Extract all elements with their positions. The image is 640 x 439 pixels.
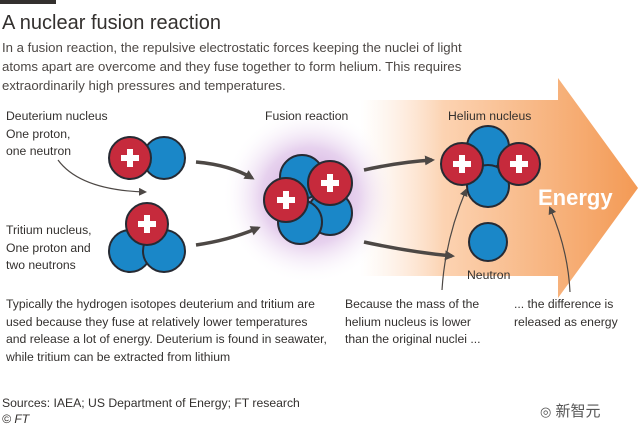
wechat-icon: ◎ [540, 404, 552, 419]
helium-label: Helium nucleus [448, 109, 532, 123]
watermark-text: 新智元 [555, 403, 601, 420]
deuterium-desc: one neutron [6, 144, 72, 158]
tritium-desc: two neutrons [6, 258, 76, 272]
deuterium-nucleus [108, 136, 186, 180]
deuterium-desc: One proton, [6, 127, 71, 141]
sources-line: Sources: IAEA; US Department of Energy; … [2, 396, 300, 410]
deuterium-title: Deuterium nucleus [6, 109, 108, 123]
page-title: A nuclear fusion reaction [2, 12, 222, 34]
energy-label: Energy [538, 185, 613, 210]
pointer-line [441, 188, 468, 291]
fusion-cluster [263, 154, 353, 245]
tritium-desc: One proton and [6, 241, 91, 255]
watermark: ◎ 新智元 [540, 400, 601, 421]
tritium-nucleus [108, 202, 186, 273]
copyright: © FT [2, 412, 30, 426]
pointer-line [548, 206, 571, 293]
isotopes-note: Typically the hydrogen isotopes deuteriu… [6, 297, 327, 364]
brand-bar [0, 0, 56, 4]
neutron-label: Neutron [467, 268, 511, 282]
free-neutron [468, 222, 508, 262]
fusion-label: Fusion reaction [265, 109, 349, 123]
reaction-arrow [195, 160, 255, 180]
reaction-arrow [363, 155, 435, 172]
reaction-arrow [363, 240, 455, 261]
pointer-line [57, 159, 147, 196]
tritium-title: Tritium nucleus, [6, 223, 92, 237]
difference-note: ... the difference is released as energy [514, 297, 618, 329]
page-subtitle: In a fusion reaction, the repulsive elec… [2, 40, 462, 93]
helium-nucleus [440, 125, 541, 208]
mass-note: Because the mass of the helium nucleus i… [345, 297, 481, 346]
reaction-arrow [195, 226, 261, 247]
